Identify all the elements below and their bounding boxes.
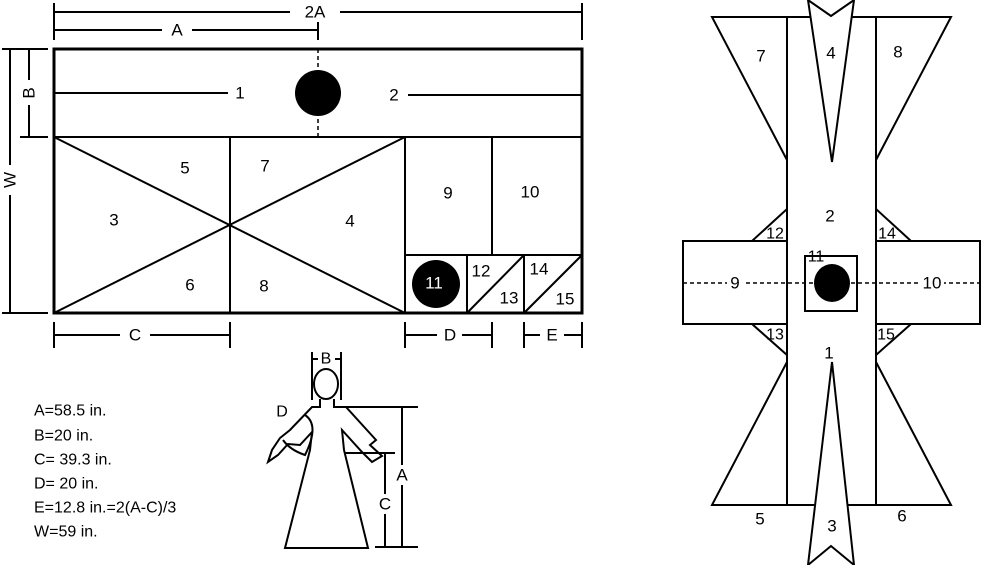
dimension-label: C [129,326,141,345]
dimension-2a: 2A [53,3,583,40]
piece-label: 1 [824,344,833,363]
cutting-layout: 2A A W B 1 [1,3,584,348]
dimension-label: A [171,21,183,40]
neck-hole [295,70,341,116]
piece-label: 11 [808,249,825,266]
piece-label: 14 [878,226,896,243]
piece-label: 2 [825,207,834,226]
piece-label: 6 [185,276,194,295]
dimension-label: A [396,466,408,485]
piece-label: 3 [827,517,836,536]
dimension-label: W [1,172,20,188]
piece-label: 6 [897,507,906,526]
piece-label: 15 [556,290,575,309]
piece-label: 10 [521,183,540,202]
piece-label: 4 [345,212,354,231]
dimension-d: D [404,322,493,348]
dimension-c: C [53,322,231,348]
piece-8 [875,16,953,161]
dimension-label: C [379,495,391,514]
measurements-list: A=58.5 in. B=20 in. C= 39.3 in. D= 20 in… [34,403,176,541]
piece-11-circle [412,260,460,308]
measurement-c: C= 39.3 in. [34,452,112,469]
piece-label: 13 [500,289,519,308]
dimension-label: E [546,326,557,345]
piece-label: 1 [235,84,244,103]
piece-label: 9 [443,184,452,203]
piece-3 [806,361,856,565]
piece-label: 12 [766,226,784,243]
dimension-label: B [20,87,39,98]
piece-label: 8 [259,277,268,296]
dimension-label: B [321,351,332,368]
piece-5 [710,361,788,506]
piece-label: 5 [180,159,189,178]
dimension-label: D [276,404,288,421]
piece-label: 12 [472,262,491,281]
piece-label: 7 [260,157,269,176]
piece-11 [804,255,858,312]
measurement-e: E=12.8 in.=2(A-C)/3 [34,500,176,517]
piece-label: 14 [530,260,549,279]
body-figure: B D A C [266,351,418,549]
piece-label: 8 [893,43,902,62]
piece-4 [806,0,856,163]
piece-label: 4 [826,44,835,63]
dimension-label: 2A [305,3,326,22]
dimension-label: D [444,326,456,345]
piece-7 [710,16,788,161]
piece-6 [875,361,953,506]
dimension-b: B [20,49,48,138]
assembly-layout: 7 4 8 2 12 14 11 9 10 13 15 1 5 3 6 [682,0,981,565]
piece-label: 3 [109,211,118,230]
measurement-w: W=59 in. [34,524,98,541]
piece-label: 7 [756,47,765,66]
dimension-e: E [523,322,583,348]
measurement-a: A=58.5 in. [34,403,107,420]
measurement-d: D= 20 in. [34,476,98,493]
piece-label: 9 [730,274,739,293]
piece-label: 10 [923,274,942,293]
piece-label: 15 [877,327,895,344]
measurement-b: B=20 in. [34,428,93,445]
dimension-a: A [54,21,319,40]
dimension-w: W [1,48,48,314]
piece-label: 11 [425,274,443,293]
piece-label: 5 [755,510,764,529]
neck-hole [814,264,850,302]
piece-label: 13 [766,327,784,344]
piece-label: 2 [389,86,398,105]
